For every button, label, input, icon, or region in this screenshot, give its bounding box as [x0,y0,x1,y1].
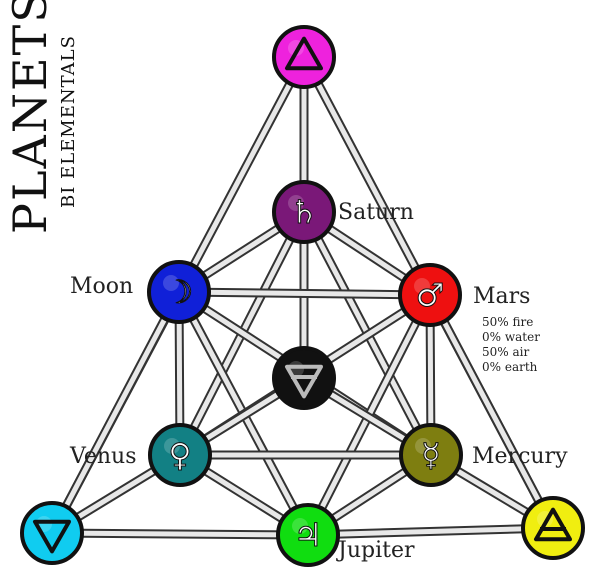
earth-element-node [272,346,336,410]
connection-jupiter-air-fill [305,525,556,538]
mars-earth-percent: 0% earth [482,360,538,374]
moon-glyph-icon: ☽ [165,273,194,311]
jupiter-circle [276,503,340,567]
saturn-circle [272,180,336,244]
triangle-up-icon [285,36,323,71]
connection-water-jupiter-fill [49,530,311,538]
mars-composition: 50% fire 0% water 50% air 0% earth [482,315,540,375]
moon-highlight [163,275,179,291]
mars-circle [398,263,462,327]
mars-highlight [414,278,430,294]
fire-element-node [272,25,336,89]
mercury-glyph-icon: ☿ [421,436,441,474]
venus-highlight [164,438,180,454]
air-element-node [521,496,585,560]
moon-circle [147,260,211,324]
mercury-label: Mercury [472,444,568,469]
moon-node: ☽ [147,260,211,324]
moon-label: Moon [70,274,134,299]
mercury-circle [399,423,463,487]
connection-mars-air-fill [427,292,556,531]
triangle-up-bar-icon [534,507,572,542]
mars-glyph-icon: ♂ [416,276,445,314]
water-circle [20,501,84,565]
mars-label: Mars [473,284,531,309]
mercury-highlight [415,438,431,454]
mars-water-percent: 0% water [482,330,540,344]
venus-glyph-icon: ♀ [168,436,191,474]
venus-circle [148,423,212,487]
page-subtitle: BI ELEMENTALS [58,35,79,208]
mars-air-percent: 50% air [482,345,530,359]
jupiter-node: ♃ [276,503,340,567]
venus-label: Venus [70,444,137,469]
jupiter-label: Jupiter [338,538,415,563]
jupiter-glyph-icon: ♃ [294,516,323,554]
saturn-node: ♄ [272,180,336,244]
connection-moon-water-fill [49,289,182,536]
jupiter-highlight [292,518,308,534]
mercury-node: ☿ [399,423,463,487]
triangle-down-bar-icon [285,364,323,399]
saturn-glyph-icon: ♄ [290,193,319,231]
water-element-node [20,501,84,565]
mars-fire-percent: 50% fire [482,315,534,329]
connection-moon-mars-fill [176,289,433,298]
saturn-highlight [288,195,304,211]
saturn-label: Saturn [338,200,414,225]
mars-node: ♂ [398,263,462,327]
venus-node: ♀ [148,423,212,487]
page-title: PLANETS [3,0,57,234]
planet-nodes: ♄ ☽ ♂ ♀ ☿ ♃ [20,25,585,567]
fire-circle [272,25,336,89]
triangle-down-icon [33,519,71,554]
